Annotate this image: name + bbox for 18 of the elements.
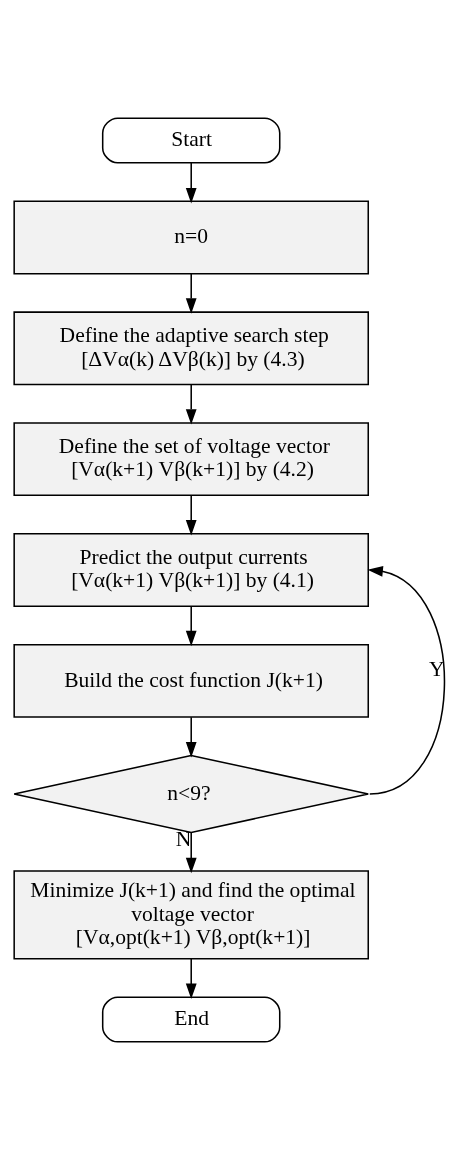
edge-label: Y — [429, 656, 445, 681]
arrow — [185, 494, 197, 536]
arrow — [185, 272, 197, 314]
arrow — [185, 958, 197, 1000]
node-box: Minimize J(k+1) and find the optimal voltage vector [Vα,opt(k+1) Vβ,opt(k+1)] — [13, 870, 369, 960]
node-box: End — [101, 996, 281, 1043]
node-box: n=0 — [13, 200, 369, 275]
arrow — [185, 605, 197, 647]
node-box: Define the adaptive search step [ΔVα(k) ΔVβ(k)] by (4.3) — [13, 311, 369, 386]
node-box: Build the cost function J(k+1) — [13, 643, 369, 718]
arrow — [185, 162, 197, 204]
arrow — [185, 832, 197, 874]
arrow — [367, 565, 446, 795]
node-box: Predict the output currents [Vα(k+1) Vβ(k+1)] by (4.1) — [13, 533, 369, 607]
arrow — [185, 383, 197, 425]
arrow — [185, 716, 197, 758]
node-box: Define the set of voltage vector [Vα(k+1) Vβ(k+1)] by (4.2) — [13, 422, 369, 497]
node-box: Start — [101, 117, 281, 164]
